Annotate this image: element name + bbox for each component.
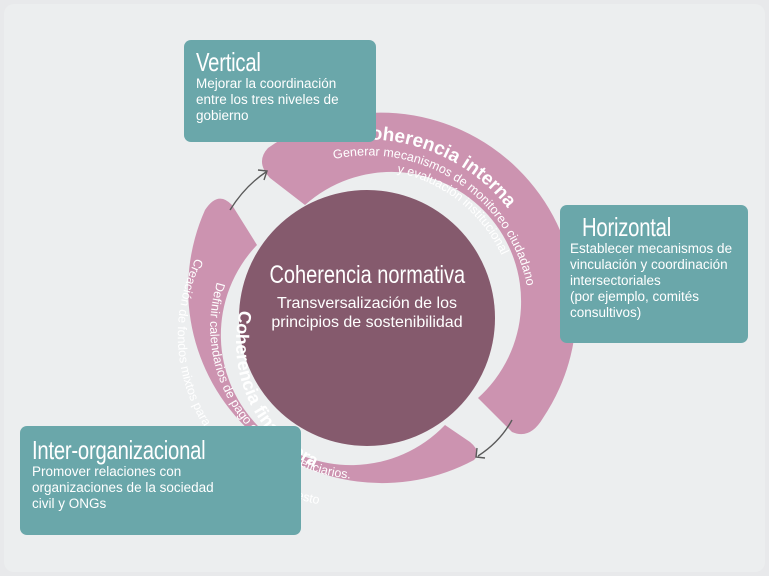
ring-segment-interna bbox=[261, 112, 577, 435]
vertical-title: Vertical bbox=[196, 47, 261, 77]
ring-segment-financiera bbox=[188, 198, 478, 484]
center-subtitle: Transversalización de los principios de … bbox=[271, 295, 463, 331]
center-title: Coherencia normativa bbox=[269, 261, 465, 289]
horizontal-description: Establecer mecanismos de vinculación y c… bbox=[570, 241, 733, 320]
vertical-box: Vertical Mejorar la coordinación entre l… bbox=[184, 40, 376, 142]
vertical-description: Mejorar la coordinación entre los tres n… bbox=[196, 76, 339, 123]
cycle-arrow-top-left bbox=[229, 169, 268, 211]
inter-organizacional-title: Inter-organizacional bbox=[32, 435, 206, 465]
center-label: Coherencia normativa Transversalización … bbox=[239, 260, 495, 332]
inter-organizacional-box: Inter-organizacional Promover relaciones… bbox=[20, 426, 301, 535]
inter-organizacional-description: Promover relaciones con organizaciones d… bbox=[32, 464, 214, 511]
center-circle bbox=[239, 190, 495, 446]
horizontal-title: Horizontal bbox=[582, 212, 671, 242]
cycle-arrow-bottom-right bbox=[475, 419, 513, 459]
horizontal-box: Horizontal Establecer mecanismos de vinc… bbox=[560, 205, 748, 343]
